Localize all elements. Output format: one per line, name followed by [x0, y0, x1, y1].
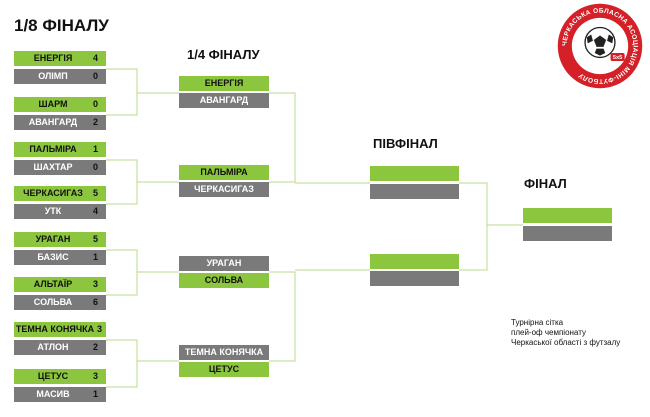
qf-team-palmira: ПАЛЬМІРА: [179, 165, 269, 180]
bracket-connector: [106, 68, 138, 116]
bracket-connector: [269, 92, 296, 183]
title-quarterfinal: 1/4 ФІНАЛУ: [187, 47, 260, 62]
bracket-connector: [106, 339, 138, 388]
bracket-note: Турнірна сітка плей-оф чемпіонату Черкас…: [511, 318, 620, 348]
bracket-connector: [459, 182, 488, 271]
sf-slot-2-top: [370, 254, 459, 269]
bracket-connector: [106, 159, 138, 205]
note-line: Черкаської області з футзалу: [511, 338, 621, 347]
qf-team-temna-koniachka: ТЕМНА КОНЯЧКА: [179, 345, 269, 360]
note-line: Турнірна сітка: [511, 318, 564, 327]
title-semifinal: ПІВФІНАЛ: [373, 136, 438, 151]
title-round-of-16: 1/8 ФІНАЛУ: [14, 16, 109, 35]
sf-slot-1-top: [370, 166, 459, 181]
final-slot-top: [523, 208, 612, 223]
qf-team-tsetus: ЦЕТУС: [179, 362, 269, 377]
qf-team-avanhard: АВАНГАРД: [179, 93, 269, 108]
soccer-ball-icon: [584, 26, 616, 59]
bracket-connector: [106, 249, 138, 296]
sf-slot-2-bottom: [370, 271, 459, 286]
qf-team-solva: СОЛЬВА: [179, 273, 269, 288]
qf-team-energiia: ЕНЕРГІЯ: [179, 76, 269, 91]
note-line: плей-оф чемпіонату: [511, 328, 586, 337]
bracket-connector: [269, 271, 296, 362]
logo-badge: 5x5: [613, 55, 623, 61]
title-final: ФІНАЛ: [524, 176, 567, 191]
qf-team-urahan: УРАГАН: [179, 256, 269, 271]
sf-slot-1-bottom: [370, 184, 459, 199]
qf-team-cherkasyhaz: ЧЕРКАСИГАЗ: [179, 182, 269, 197]
final-slot-bottom: [523, 226, 612, 241]
association-logo: ЧЕРКАСЬКА ОБЛАСНА АСОЦІАЦІЯ МІНІ-ФУТБОЛУ…: [557, 3, 643, 89]
